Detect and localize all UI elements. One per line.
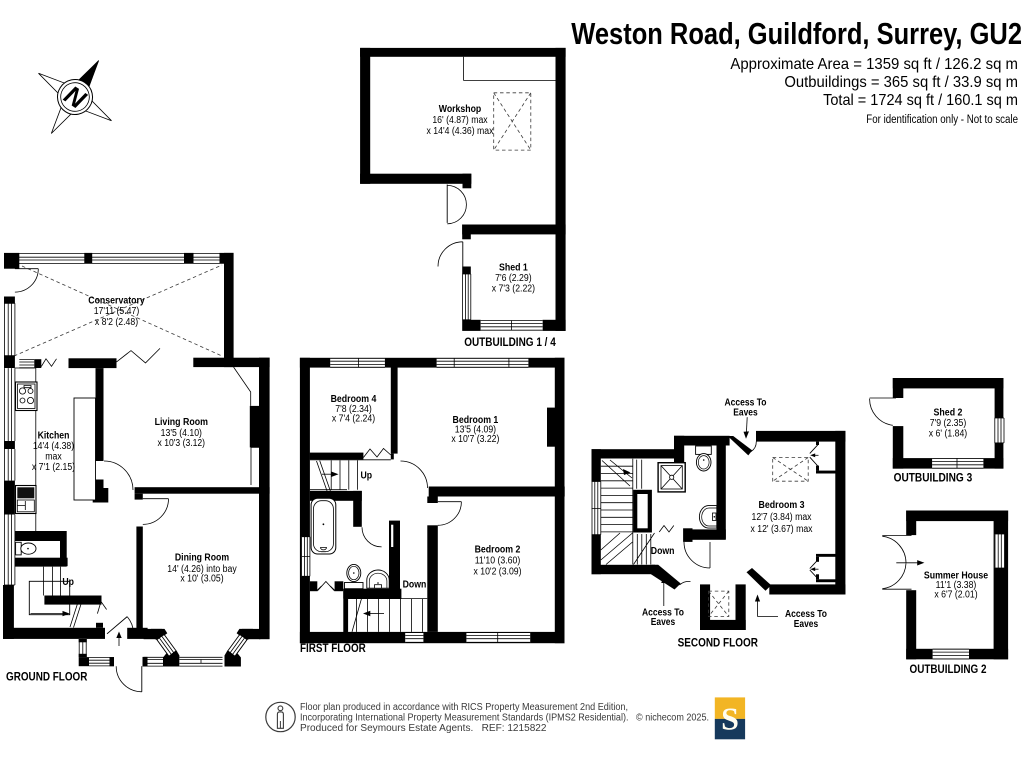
svg-text:GROUND FLOOR: GROUND FLOOR xyxy=(6,672,88,684)
svg-text:Shed 1: Shed 1 xyxy=(499,263,528,274)
svg-text:Access To: Access To xyxy=(785,609,827,620)
svg-text:Floor plan produced in accorda: Floor plan produced in accordance with R… xyxy=(300,702,628,713)
svg-text:Conservatory: Conservatory xyxy=(88,296,145,307)
svg-text:OUTBUILDING 3: OUTBUILDING 3 xyxy=(894,473,973,485)
svg-text:Down: Down xyxy=(651,546,675,557)
svg-text:Dining Room: Dining Room xyxy=(175,553,229,564)
svg-text:Approximate Area = 1359 sq ft: Approximate Area = 1359 sq ft / 126.2 sq… xyxy=(730,56,1018,73)
svg-text:Access To: Access To xyxy=(725,398,767,409)
svg-text:Outbuildings = 365 sq ft / 33.: Outbuildings = 365 sq ft / 33.9 sq m xyxy=(784,74,1018,91)
svg-text:x 12' (3.67) max: x 12' (3.67) max xyxy=(751,524,813,535)
svg-text:Living Room: Living Room xyxy=(155,417,208,428)
svg-text:FIRST FLOOR: FIRST FLOOR xyxy=(300,643,366,655)
svg-text:OUTBUILDING 2: OUTBUILDING 2 xyxy=(910,664,987,676)
svg-text:14'4 (4.38): 14'4 (4.38) xyxy=(33,441,74,452)
svg-text:Bedroom 1: Bedroom 1 xyxy=(453,415,499,426)
svg-text:x 6'7 (2.01): x 6'7 (2.01) xyxy=(934,590,977,601)
svg-text:Eaves: Eaves xyxy=(733,407,758,418)
svg-text:Shed 2: Shed 2 xyxy=(934,408,963,419)
svg-text:max: max xyxy=(45,452,62,463)
svg-text:x 7'1 (2.15): x 7'1 (2.15) xyxy=(32,462,75,473)
svg-text:OUTBUILDING 1 / 4: OUTBUILDING 1 / 4 xyxy=(464,337,556,349)
svg-text:x 10' (3.05): x 10' (3.05) xyxy=(180,574,223,585)
svg-text:x 8'2 (2.48): x 8'2 (2.48) xyxy=(95,317,138,328)
svg-text:13'5 (4.09): 13'5 (4.09) xyxy=(455,424,496,435)
svg-text:x 10'7 (3.22): x 10'7 (3.22) xyxy=(451,434,499,445)
svg-text:Access To: Access To xyxy=(642,607,684,618)
svg-text:Bedroom 3: Bedroom 3 xyxy=(759,500,805,511)
svg-text:Up: Up xyxy=(361,471,373,482)
svg-text:7'8 (2.34): 7'8 (2.34) xyxy=(335,404,372,415)
svg-text:11'1 (3.38): 11'1 (3.38) xyxy=(936,580,977,591)
svg-text:Bedroom 2: Bedroom 2 xyxy=(475,544,521,555)
svg-text:Summer House: Summer House xyxy=(924,571,989,582)
svg-text:11'10 (3.60): 11'10 (3.60) xyxy=(475,556,521,567)
svg-text:17'11 (5.47): 17'11 (5.47) xyxy=(94,306,140,317)
svg-text:S: S xyxy=(721,701,739,737)
svg-text:16' (4.87) max: 16' (4.87) max xyxy=(432,115,487,126)
svg-text:x 10'3 (3.12): x 10'3 (3.12) xyxy=(158,438,206,449)
svg-text:For identification only - Not: For identification only - Not to scale xyxy=(866,114,1018,126)
svg-text:7'9 (2.35): 7'9 (2.35) xyxy=(930,418,967,429)
svg-text:14' (4.26) into bay: 14' (4.26) into bay xyxy=(167,564,236,575)
svg-text:x 10'2 (3.09): x 10'2 (3.09) xyxy=(474,567,522,578)
svg-text:x 6' (1.84): x 6' (1.84) xyxy=(929,429,967,440)
svg-text:x 7'4 (2.24): x 7'4 (2.24) xyxy=(332,414,375,425)
svg-text:Incorporating International Pr: Incorporating International Property Mea… xyxy=(300,713,709,724)
svg-text:x 14'4 (4.36) max: x 14'4 (4.36) max xyxy=(427,126,494,137)
svg-text:Down: Down xyxy=(403,580,427,591)
svg-text:13'5 (4.10): 13'5 (4.10) xyxy=(161,428,202,439)
svg-text:Total = 1724 sq ft / 160.1 sq: Total = 1724 sq ft / 160.1 sq m xyxy=(823,92,1018,109)
svg-text:Produced for Seymours Estate A: Produced for Seymours Estate Agents. REF… xyxy=(300,723,547,734)
svg-text:x 7'3 (2.22): x 7'3 (2.22) xyxy=(492,284,535,295)
svg-text:12'7 (3.84) max: 12'7 (3.84) max xyxy=(752,512,812,523)
svg-text:Bedroom 4: Bedroom 4 xyxy=(331,394,377,405)
svg-text:Up: Up xyxy=(62,577,74,588)
svg-text:Kitchen: Kitchen xyxy=(38,431,70,442)
svg-text:Eaves: Eaves xyxy=(651,617,676,628)
svg-text:SECOND FLOOR: SECOND FLOOR xyxy=(678,637,759,649)
svg-text:Workshop: Workshop xyxy=(439,104,482,115)
svg-text:Eaves: Eaves xyxy=(794,619,819,630)
svg-text:7'6 (2.29): 7'6 (2.29) xyxy=(495,273,532,284)
svg-text:Weston Road, Guildford, Surrey: Weston Road, Guildford, Surrey, GU2 xyxy=(571,16,1022,51)
